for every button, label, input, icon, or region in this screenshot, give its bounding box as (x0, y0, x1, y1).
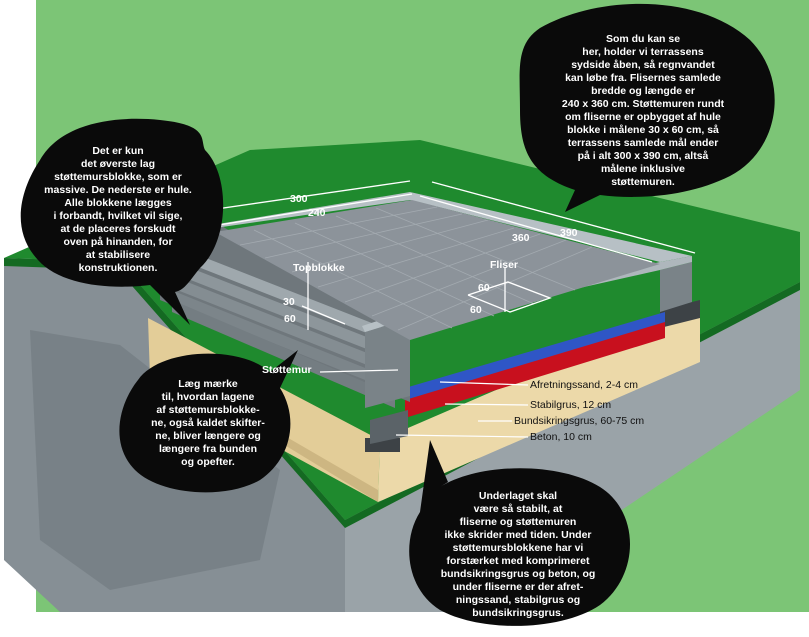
bubble-line: det øverste lag (80, 158, 156, 170)
fliser-dim-a: 60 (478, 282, 490, 294)
bubble-line: til, hvordan lagene (161, 391, 255, 403)
bubble-line: Alle blokkene lægges (64, 197, 172, 209)
bubble-line: bredde og længde er (591, 85, 695, 97)
bubble-top-right (519, 3, 775, 212)
dim-label-360: 360 (512, 232, 530, 244)
bubble-line: blokke i målene 30 x 60 cm, så (567, 124, 719, 136)
bubble-line: ningssand, stabilgrus og (455, 594, 581, 606)
bubble-line: forstærket med komprimeret (446, 555, 590, 567)
bubble-line: Læg mærke (178, 378, 238, 390)
bubble-line: målene inklusive (600, 163, 686, 175)
bubble-line: i forbandt, hvilket vil sige, (53, 210, 183, 222)
tile-grid (239, 206, 593, 331)
bubble-line: støttemursblokke, som er (54, 171, 182, 183)
fliser-dim-b: 60 (470, 304, 482, 316)
bubble-line: bundsikringsgrus og beton, og (440, 568, 596, 580)
bubble-line: længere fra bunden (158, 443, 257, 455)
bubble-line: konstruktionen. (78, 262, 158, 274)
label-bundsikringsgrus: Bundsikringsgrus, 60-75 cm (514, 415, 645, 427)
bubble-line: ne, bliver længere og (155, 430, 261, 442)
bubble-line: ne, også kaldet skifter- (151, 417, 265, 429)
dim-label-390: 390 (560, 227, 578, 239)
dim-line-360 (419, 195, 653, 263)
bubble-line: støttemuren. (611, 176, 675, 188)
topblokke-label: Topblokke (293, 262, 345, 274)
bubble-middle-left-text: Læg mærke til, hvordan lagene af støttem… (128, 378, 288, 469)
beton-strip-right (660, 300, 700, 328)
bubble-bottom-right-text: Underlaget skal være så stabilt, at flis… (418, 490, 618, 620)
bubble-line: at stabilisere (85, 249, 151, 261)
layer-leader-lines (319, 369, 529, 438)
bubble-line: Det er kun (92, 145, 144, 157)
bubble-top-left (20, 118, 224, 325)
bubble-line: på i alt 300 x 390 cm, altså (577, 150, 709, 162)
bubble-line: bundsikringsgrus. (472, 607, 564, 619)
bubble-line: under fliserne er der afret- (452, 581, 584, 593)
bubble-middle-left (119, 350, 298, 493)
bubble-line: og opefter. (181, 456, 235, 468)
bubble-line: her, holder vi terrassens (582, 46, 704, 58)
bubble-line: kan løbe fra. Flisernes samlede (565, 72, 721, 84)
topblokke-dim-line (301, 305, 346, 325)
dim-label-240: 240 (308, 207, 326, 219)
stottemur-blocks (160, 192, 692, 444)
bubble-line: ikke skrider med tiden. Under (444, 529, 592, 541)
bubble-line: sydside åben, så regnvandet (571, 59, 715, 71)
dim-line-240 (199, 193, 413, 229)
topblokke-dim-60: 60 (284, 313, 296, 325)
bubble-line: Underlaget skal (478, 490, 558, 502)
afretningssand-layer (405, 312, 665, 400)
speech-bubbles (20, 3, 775, 626)
bubble-line: om fliserne er opbygget af hule (565, 111, 721, 123)
topblokke-dim-30: 30 (283, 296, 295, 308)
fliser-label: Fliser (490, 259, 519, 271)
bubble-line: 240 x 360 cm. Støttemuren rundt (561, 98, 725, 110)
bubble-line: Som du kan se (605, 33, 681, 45)
bubble-line: være så stabilt, at (473, 503, 563, 515)
label-stottemur: Støttemur (262, 364, 312, 376)
bubble-line: at de placeres forskudt (60, 223, 176, 235)
label-stabilgrus: Stabilgrus, 12 cm (530, 399, 612, 411)
bubble-line: massive. De nederste er hule. (44, 184, 192, 196)
bubble-bottom-right (409, 440, 630, 626)
bubble-top-left-text: Det er kun det øverste lag støttemursblo… (28, 145, 208, 275)
label-afretningssand: Afretningssand, 2-4 cm (530, 379, 638, 391)
dim-line-390 (431, 181, 696, 254)
label-beton: Beton, 10 cm (530, 431, 592, 443)
stabilgrus-layer (405, 320, 665, 418)
fliser-tile-outline (467, 281, 552, 313)
dim-label-300: 300 (290, 193, 308, 205)
bubble-line: oven på hinanden, for (63, 236, 173, 248)
bubble-line: af støttemursblokke- (156, 404, 260, 416)
bubble-line: terrassens samlede mål ender (567, 137, 719, 149)
bubble-line: fliserne og støttemuren (459, 516, 577, 528)
bubble-line: støttemursblokkene har vi (452, 542, 584, 554)
bubble-top-right-text: Som du kan se her, holder vi terrassens … (538, 33, 748, 189)
